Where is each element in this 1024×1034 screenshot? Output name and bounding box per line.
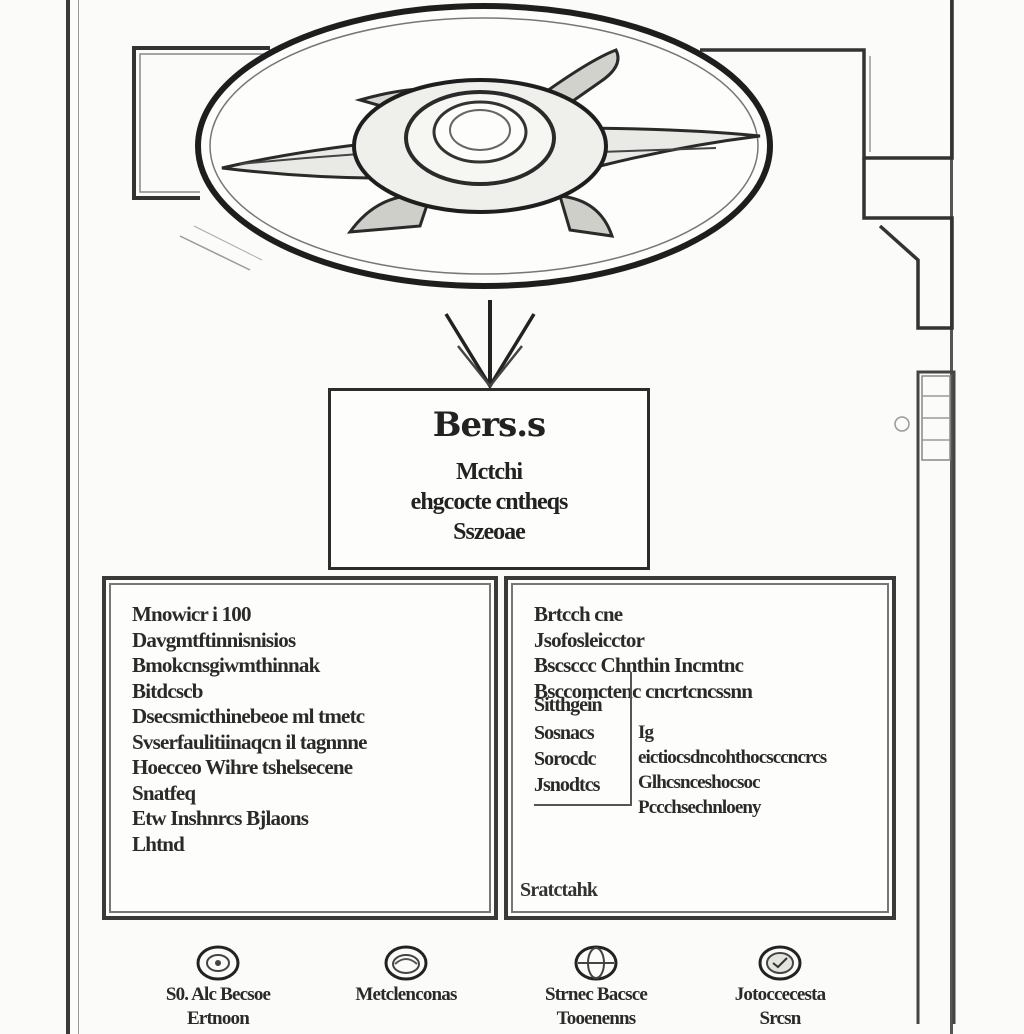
panel-line: Dsecsmicthinebeoe ml tmetc — [132, 704, 365, 728]
right-scroll-track — [916, 370, 956, 1024]
detail-line: eictiocsdncohthocsccncrcs — [638, 747, 827, 768]
panel-line: Bscsccc Chnthin Incmtnc — [534, 653, 744, 677]
center-summary-box: Bers.s Mctchi ehgcocte cntheqs Sszeoae — [328, 388, 650, 570]
detail-line: Glhcsnceshocsoc — [638, 772, 761, 793]
disc-icon — [384, 945, 428, 981]
left-bracket-connector — [132, 46, 270, 200]
center-box-title: Bers.s — [432, 405, 546, 445]
icon-sublabel: Tooenenns — [556, 1008, 637, 1029]
subtable-cell: Sitthgein — [534, 694, 603, 716]
panel-line: Bsccomctenc cncrtcncssnn — [534, 678, 753, 703]
panel-line: Etw Inshnrcs Bjlaons — [132, 806, 309, 830]
right-info-panel: Brtcch cne Jsofosleicctor Bscsccc Chnthi… — [504, 576, 896, 920]
icon-item: S0. Alc Becsoe Ertnoon — [128, 944, 308, 1030]
subtable-cell: Sorocdc — [534, 748, 597, 770]
icon-sublabel: Srcsn — [759, 1008, 801, 1029]
page-frame — [66, 0, 953, 1034]
icon-sublabel: Ertnoon — [187, 1008, 250, 1029]
panel-line: Hoecceo Wihre tshelsecene — [132, 755, 353, 779]
right-panel-subtable: Sitthgein Sosnacs Sorocdc Jsnodtcs — [534, 672, 632, 806]
left-panel-text: Mnowicr i 100 Davgmtftinnisnisios Bmokcn… — [132, 602, 476, 857]
left-info-panel: Mnowicr i 100 Davgmtftinnisnisios Bmokcn… — [102, 576, 498, 920]
panel-line: Brtcch cne — [534, 602, 623, 626]
center-box-line: ehgcocte cntheqs — [410, 489, 569, 515]
panel-line: Snatfeq — [132, 780, 196, 805]
icon-label: Jotoccecesta — [734, 984, 826, 1005]
panel-line: Svserfaulitiinaqcn il tagnnne — [132, 729, 367, 754]
icon-item: Metclenconas — [316, 944, 496, 1008]
right-panel-heading: Brtcch cne Jsofosleicctor Bscsccc Chnthi… — [534, 602, 874, 704]
center-box-line: Mctchi — [456, 459, 523, 485]
panel-line: Davgmtftinnisnisios — [132, 627, 296, 652]
center-box-line: Sszeoae — [453, 519, 526, 545]
icon-label: S0. Alc Becsoe — [165, 984, 271, 1005]
panel-line: Lhtnd — [132, 831, 185, 856]
panel-line: Jsofosleicctor — [534, 627, 645, 652]
globe-icon — [574, 945, 618, 981]
detail-line: Pccchsechnloeny — [638, 797, 762, 818]
panel-line: Bmokcnsgiwmthinnak — [132, 653, 320, 677]
icon-item: Jotoccecesta Srcsn — [690, 944, 870, 1030]
down-arrow-icon — [444, 300, 536, 390]
subtable-cell: Sosnacs — [534, 722, 595, 744]
panel-line: Mnowicr i 100 — [132, 602, 252, 626]
icon-label: Metclenconas — [355, 984, 457, 1005]
right-panel-details: Ig eictiocsdncohthocsccncrcs Glhcsncesho… — [638, 720, 882, 820]
icon-item: Strnec Bacsce Tooenenns — [506, 944, 686, 1030]
icon-label: Strnec Bacsce — [545, 984, 648, 1005]
gear-icon — [196, 945, 240, 981]
ship-illustration — [179, 3, 773, 289]
detail-line: Ig — [638, 722, 654, 743]
subtable-cell: Jsnodtcs — [534, 774, 600, 796]
panel-line: Bitdcscb — [132, 678, 203, 703]
badge-icon — [758, 945, 802, 981]
right-panel-footer: Sratctahk — [520, 879, 598, 901]
